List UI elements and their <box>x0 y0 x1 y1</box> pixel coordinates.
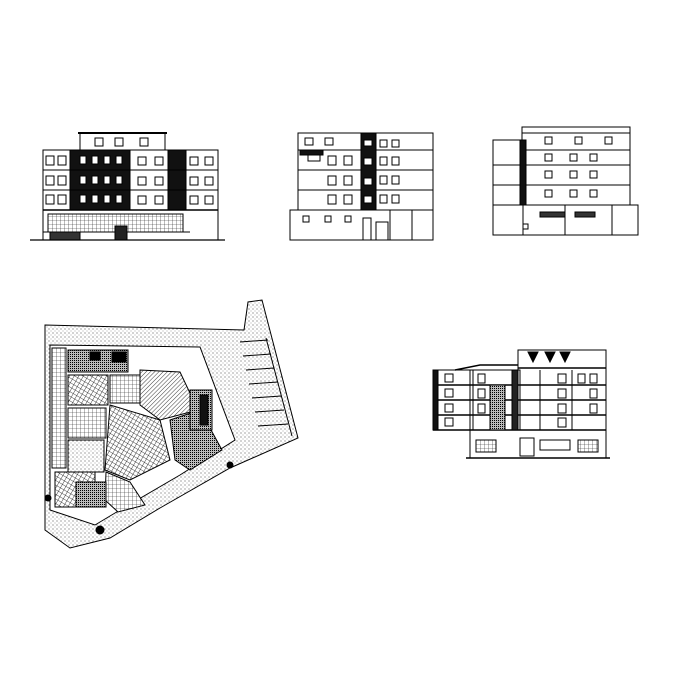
side-elevation <box>289 132 434 241</box>
ground-floor-plan <box>44 299 299 549</box>
front-elevation <box>30 132 225 241</box>
rear-elevation <box>492 126 639 236</box>
building-section <box>432 349 610 459</box>
